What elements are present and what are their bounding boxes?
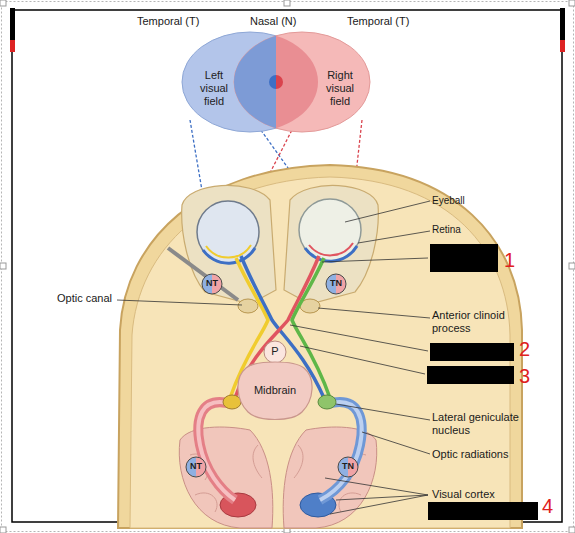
leader-line	[322, 258, 428, 262]
frame-handle	[0, 263, 6, 269]
fixation-point	[276, 75, 283, 89]
leader-line	[290, 325, 428, 351]
circle-outline	[338, 457, 358, 477]
border-bar	[560, 8, 565, 40]
orbit	[182, 185, 276, 304]
optic-radiation	[320, 402, 362, 500]
retina-half-circle: NT	[201, 273, 223, 295]
border-bar	[10, 40, 15, 52]
redaction-box	[427, 366, 514, 384]
field-ellipse	[234, 32, 370, 132]
binocular-field	[230, 30, 276, 134]
optic-radiation	[198, 402, 235, 500]
node-text: P	[263, 345, 287, 358]
eyeball	[197, 201, 259, 263]
visual-field: Right visual field	[234, 32, 370, 132]
leader-line	[325, 478, 428, 495]
occipital-lobe	[179, 427, 273, 528]
part-label: Lateral geniculate nucleus	[432, 411, 537, 437]
optic-radiation	[320, 402, 362, 500]
frame-handle	[569, 0, 575, 6]
geniculate-nucleus	[318, 395, 336, 409]
orbit	[284, 185, 378, 304]
frame-handle	[569, 527, 575, 533]
circle-outline	[326, 274, 346, 294]
part-label: Retina	[432, 224, 512, 236]
leader-line	[358, 231, 430, 243]
field-side-label: Temporal (T)	[347, 15, 437, 28]
node-text: Left visual field	[192, 69, 236, 108]
border-bar	[10, 8, 15, 40]
binocular-field	[276, 30, 322, 134]
pituitary-circle: P	[263, 340, 287, 364]
leader-line	[300, 346, 425, 374]
node-text: Right visual field	[318, 69, 362, 108]
leader-line	[318, 308, 430, 318]
retina	[206, 245, 251, 258]
leader-line	[336, 404, 430, 420]
eyeball	[299, 199, 361, 261]
fixation-point	[269, 75, 276, 89]
callout-number: 4	[542, 494, 572, 518]
redaction-box	[430, 244, 498, 272]
retina-half-circle: TN	[325, 273, 347, 295]
frame-handle	[284, 0, 290, 6]
leader-line	[330, 495, 428, 514]
node-text: Midbrain	[236, 384, 314, 397]
callout-number: 1	[504, 248, 534, 272]
node-text: NT	[201, 278, 223, 289]
field-side-label: Temporal (T)	[137, 15, 227, 28]
part-label: Optic radiations	[432, 448, 542, 461]
redaction-box	[430, 343, 514, 361]
cortex-half-circle: TN	[337, 456, 359, 478]
leader-line	[345, 201, 430, 222]
clinoid-process	[238, 299, 258, 313]
retina	[309, 243, 353, 255]
field-side-label: Nasal (N)	[250, 15, 320, 28]
part-label: Eyeball	[432, 195, 512, 207]
frame-handle	[0, 527, 6, 533]
node-text: TN	[325, 278, 347, 289]
redaction-box	[428, 502, 538, 520]
geniculate-nucleus	[223, 395, 241, 409]
part-label: Anterior clinoid process	[432, 309, 527, 335]
node-circle	[264, 341, 286, 363]
leader-lines	[117, 201, 430, 514]
node-text: NT	[185, 461, 207, 472]
callout-number: 2	[519, 337, 549, 361]
leader-line	[362, 432, 430, 454]
part-label: Visual cortex	[432, 488, 542, 501]
skull-outline	[118, 165, 522, 528]
callout-number: 3	[519, 364, 549, 388]
border-bar	[560, 40, 565, 52]
circle-outline	[202, 274, 222, 294]
leader-line	[117, 300, 242, 305]
midbrain-shape: Midbrain	[236, 360, 314, 422]
frame-handle	[569, 263, 575, 269]
frame-handle	[0, 0, 6, 6]
node-text: TN	[337, 461, 359, 472]
part-label: Optic canal	[57, 292, 127, 305]
cortex-half-circle: NT	[185, 456, 207, 478]
circle-outline	[186, 457, 206, 477]
optic-radiation	[198, 402, 235, 500]
